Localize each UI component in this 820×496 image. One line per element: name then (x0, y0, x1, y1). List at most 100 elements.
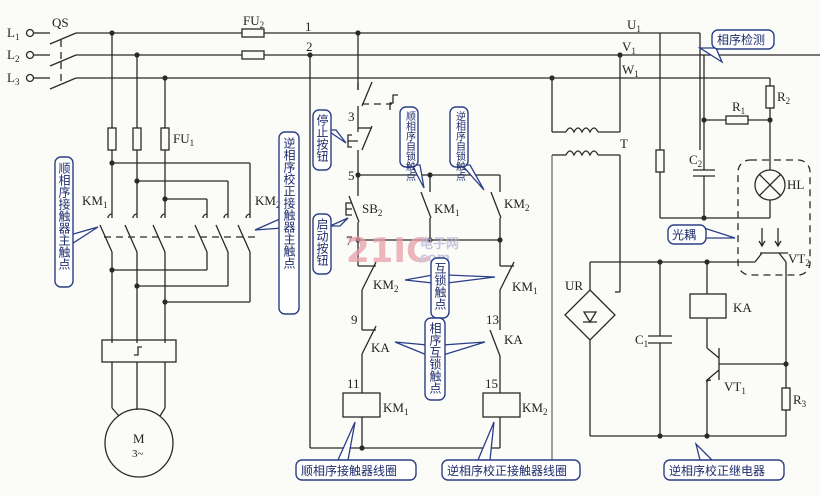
r3-resistor (781, 387, 791, 411)
km2-main-contacts (194, 213, 251, 253)
svg-text:KA: KA (371, 340, 390, 355)
svg-text:R2: R2 (777, 89, 790, 106)
terminal-l1 (25, 28, 35, 38)
callout-phase-detect: 相序检测 (697, 29, 775, 64)
svg-text:KM2: KM2 (255, 193, 280, 210)
km1-coil (342, 392, 381, 418)
svg-text:R1: R1 (732, 99, 745, 116)
transformer-primary (565, 127, 599, 134)
watermark: 21IC 电子网 .com (346, 231, 459, 271)
svg-text:U1: U1 (627, 17, 641, 34)
bridge-rectifier (564, 289, 616, 341)
svg-text:逆相序校正接触器线圈: 逆相序校正接触器线圈 (447, 463, 567, 478)
svg-text:KM2: KM2 (373, 277, 398, 294)
start-button-actuator (345, 202, 352, 216)
thermal-relay-icon (134, 346, 142, 356)
svg-text:1: 1 (305, 19, 312, 34)
stop-button-contact (361, 125, 373, 151)
svg-text:11: 11 (347, 376, 360, 391)
terminal-l2 (25, 50, 35, 60)
fu2-label: FU2 (243, 13, 264, 30)
svg-text:VT1: VT1 (724, 379, 746, 396)
callout-stop-button: 停止按钮 (312, 109, 347, 171)
callout-optocoupler: 光耦 (667, 224, 736, 245)
svg-text:C1: C1 (635, 332, 648, 349)
qs-switch (49, 32, 77, 90)
thermal-overload-relay (101, 339, 177, 363)
svg-text:3~: 3~ (132, 448, 144, 460)
svg-text:KM2: KM2 (522, 400, 547, 417)
svg-text:电子网: 电子网 (420, 236, 459, 252)
svg-text:R3: R3 (793, 392, 807, 409)
svg-text:互锁触点: 互锁触点 (433, 262, 447, 310)
svg-text:L1: L1 (7, 25, 19, 42)
stop-button-actuator (347, 134, 358, 148)
svg-text:逆相序自锁触点: 逆相序自锁触点 (454, 110, 466, 182)
motor-symbol (104, 408, 174, 478)
svg-text:VT2: VT2 (788, 251, 810, 268)
r2-resistor (765, 85, 775, 109)
svg-text:SB2: SB2 (362, 201, 382, 218)
svg-text:KM1: KM1 (383, 400, 408, 417)
svg-text:T: T (620, 136, 628, 151)
svg-text:KM1: KM1 (434, 201, 459, 218)
callout-km2-main-contacts: 逆相序校正接触器主触点 (254, 131, 300, 315)
svg-text:L3: L3 (7, 70, 20, 87)
svg-text:HL: HL (787, 177, 804, 192)
callout-phase-interlock: 相序互锁触点 (394, 317, 486, 401)
svg-text:W1: W1 (622, 62, 639, 79)
svg-text:相序互锁触点: 相序互锁触点 (428, 322, 442, 394)
svg-text:KA: KA (733, 300, 752, 315)
ka-relay-coil (689, 293, 727, 319)
terminal-l3 (25, 73, 35, 83)
transformer-secondary (565, 150, 599, 157)
callout-km1-coil: 顺相序接触器线圈 (295, 421, 417, 481)
callout-km2-coil: 逆相序校正接触器线圈 (441, 421, 581, 481)
phase-detect-circuit (551, 33, 811, 480)
fu2-fuse-2 (241, 50, 265, 60)
callout-interlock: 互锁触点 (404, 257, 496, 319)
fu1-label: FU1 (173, 131, 194, 148)
svg-text:逆相序校正接触器主触点: 逆相序校正接触器主触点 (282, 136, 296, 269)
svg-text:KM1: KM1 (82, 193, 107, 210)
svg-text:KM2: KM2 (504, 196, 529, 213)
start-button-contact (348, 195, 360, 223)
svg-text:UR: UR (565, 278, 583, 293)
callout-km1-main-contacts: 顺相序接触器主触点 (54, 156, 99, 288)
callout-fwd-hold: 顺相序自锁触点 (399, 106, 425, 189)
svg-text:C2: C2 (689, 152, 702, 169)
km2-coil (482, 392, 521, 418)
svg-text:M: M (133, 431, 145, 446)
callout-relay: 逆相序校正继电器 (663, 441, 785, 481)
svg-text:KM1: KM1 (512, 279, 537, 296)
svg-text:逆相序校正继电器: 逆相序校正继电器 (669, 463, 765, 478)
main-power-circuit (99, 33, 256, 478)
svg-text:顺相序接触器线圈: 顺相序接触器线圈 (301, 463, 397, 478)
svg-text:V1: V1 (622, 39, 636, 56)
svg-text:7: 7 (346, 233, 353, 248)
supply-lines (25, 28, 820, 150)
svg-text:21IC: 21IC (346, 231, 431, 271)
fu1-fuse-1 (107, 127, 117, 151)
qs-label: QS (52, 15, 69, 30)
svg-text:启动按钮: 启动按钮 (315, 218, 329, 267)
svg-text:L2: L2 (7, 47, 19, 64)
r1-resistor (725, 115, 749, 125)
u1-resistor (655, 149, 665, 173)
svg-text:相序检测: 相序检测 (717, 32, 765, 47)
svg-text:13: 13 (486, 312, 499, 327)
fu1-fuse-2 (132, 127, 142, 151)
svg-text:KA: KA (504, 332, 523, 347)
svg-text:顺相序接触器主触点: 顺相序接触器主触点 (57, 162, 71, 270)
svg-text:停止按钮: 停止按钮 (315, 113, 329, 163)
svg-text:2: 2 (306, 39, 313, 54)
fu2-fuse-1 (241, 28, 265, 38)
fu1-fuse-3 (160, 127, 170, 151)
callout-rev-hold: 逆相序自锁触点 (449, 106, 485, 191)
labels: L1 L2 L3 QS FU2 FU1 1 2 3 5 7 9 11 13 15… (7, 13, 810, 460)
svg-text:5: 5 (348, 168, 355, 183)
svg-text:3: 3 (348, 109, 355, 124)
callout-start-button: 启动按钮 (312, 213, 349, 275)
svg-text:顺相序自锁触点: 顺相序自锁触点 (404, 111, 416, 182)
